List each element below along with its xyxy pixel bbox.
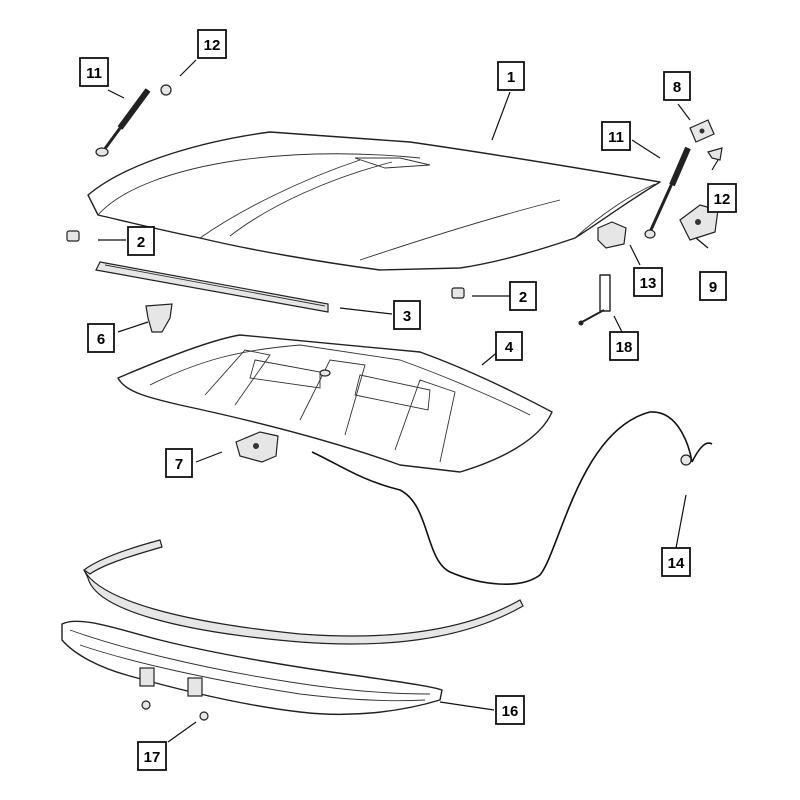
latch-module (597, 221, 627, 249)
callout-7: 7 (165, 448, 193, 478)
hood-panel (87, 131, 661, 271)
left-hood-strut (95, 88, 151, 157)
callout-2-right-label: 2 (519, 289, 527, 306)
callout-16-label: 16 (502, 703, 519, 720)
callout-12-right-label: 12 (714, 191, 731, 208)
hood-seal (95, 261, 329, 313)
callout-3: 3 (393, 300, 421, 330)
right-hood-strut (644, 146, 691, 239)
push-pin-left (141, 700, 151, 710)
latch-assembly (235, 431, 279, 463)
right-clip (707, 147, 723, 161)
prop-rod (578, 274, 611, 326)
callout-4-label: 4 (505, 339, 514, 356)
callout-4: 4 (495, 331, 523, 361)
callout-13-label: 13 (640, 275, 657, 292)
callout-6-label: 6 (97, 331, 105, 348)
callout-2-left: 2 (127, 226, 155, 256)
callout-1-label: 1 (507, 69, 515, 86)
callout-17-label: 17 (144, 749, 161, 766)
callout-11-right-label: 11 (608, 129, 624, 146)
push-pin-right (199, 711, 209, 721)
callout-6: 6 (87, 323, 115, 353)
callout-11-left: 11 (79, 57, 109, 87)
callout-7-label: 7 (175, 456, 183, 473)
bumper-left (66, 230, 80, 242)
callout-2-left-label: 2 (137, 234, 145, 251)
radiator-seal (82, 539, 524, 645)
callout-18-label: 18 (616, 339, 633, 356)
hood-inner-panel (117, 334, 553, 473)
callout-14-label: 14 (668, 555, 685, 572)
callout-18: 18 (609, 331, 639, 361)
callout-2-right: 2 (509, 281, 537, 311)
cowl-panel (61, 620, 443, 716)
release-cable (311, 411, 713, 585)
callout-1: 1 (497, 61, 525, 91)
callout-14: 14 (661, 547, 691, 577)
hood-latch (145, 303, 173, 333)
bumper-right (451, 287, 465, 299)
callout-12-right: 12 (707, 183, 737, 213)
leader-lines (98, 59, 719, 743)
callout-17: 17 (137, 741, 167, 771)
callout-8: 8 (663, 71, 691, 101)
left-clip (160, 84, 172, 96)
callout-9: 9 (699, 271, 727, 301)
callout-8-label: 8 (673, 79, 681, 96)
callout-11-left-label: 11 (86, 65, 102, 82)
callout-16: 16 (495, 695, 525, 725)
callout-3-label: 3 (403, 308, 411, 325)
callout-11-right: 11 (601, 121, 631, 151)
hood-hinge (679, 204, 719, 241)
callout-13: 13 (633, 267, 663, 297)
callout-12-left: 12 (197, 29, 227, 59)
callout-9-label: 9 (709, 279, 717, 296)
hinge-bracket (689, 119, 715, 143)
callout-12-left-label: 12 (204, 37, 221, 54)
